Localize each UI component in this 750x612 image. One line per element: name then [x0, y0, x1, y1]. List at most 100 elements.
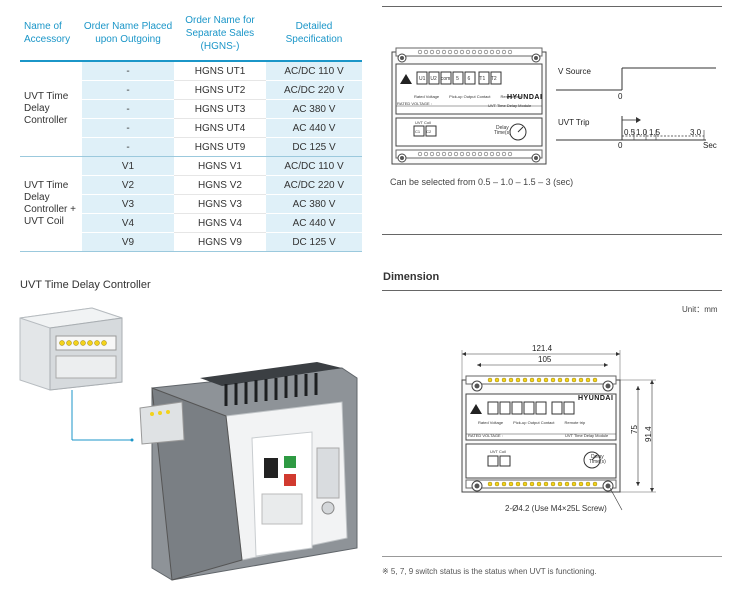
dimension-drawing [461, 350, 656, 511]
module-uvt-coil: UVT Coil [415, 120, 431, 125]
module-delay: Delay [495, 125, 509, 131]
timing-tick-3-0: 3.0 [690, 128, 702, 137]
dimension-rule [382, 290, 722, 291]
cell-spec: AC/DC 220 V [266, 81, 362, 100]
dim-width-inner: 105 [538, 355, 552, 364]
cell-separate: HGNS V3 [174, 195, 266, 214]
terminal-t1: T1 [479, 76, 486, 82]
module-terminal-labels: U1 U2 com 5 6 T1 T2 [418, 76, 498, 82]
dim-module-subtitle: UVT Time Delay Module [565, 433, 609, 438]
cell-outgoing: V1 [82, 157, 174, 176]
cell-spec: DC 125 V [266, 233, 362, 252]
table-row: UVT Time Delay Controller - HGNS UT1 AC/… [20, 62, 362, 157]
module-delay-time: Delay Time(s) [494, 126, 511, 136]
cell-outgoing: - [82, 81, 174, 100]
cell-outgoing: - [82, 62, 174, 81]
cell-separate: HGNS V2 [174, 176, 266, 195]
coil-terminal-c2: C2 [426, 129, 432, 134]
module-notes: Rated Voltage Pick-up Output Contact Rem… [414, 94, 521, 99]
terminal-5: 5 [456, 76, 459, 82]
accessory-spec-table: Name of Accessory Order Name Placed upon… [20, 6, 362, 252]
cell-spec: AC 440 V [266, 119, 362, 138]
dim-height-inner: 75 [630, 425, 639, 434]
dim-width-outer: 121.4 [532, 344, 553, 353]
coil-terminal-c1: C1 [415, 129, 421, 134]
cell-separate: HGNS UT9 [174, 138, 266, 157]
table-row: V4 HGNS V4 AC 440 V [20, 214, 362, 233]
table-header-row: Name of Accessory Order Name Placed upon… [20, 6, 362, 62]
cell-outgoing: - [82, 100, 174, 119]
cell-outgoing: - [82, 138, 174, 157]
dim-note-pickup: Pick-up Output Contact [513, 420, 555, 425]
timing-tick-0-5: 0.5 [624, 128, 636, 137]
dim-uvt-coil: UVT Coil [490, 449, 506, 454]
cell-separate: HGNS UT2 [174, 81, 266, 100]
timing-zero-top: 0 [618, 92, 623, 101]
product-photo [19, 307, 358, 581]
timing-chart [556, 67, 716, 141]
cell-separate: HGNS UT4 [174, 119, 266, 138]
terminal-u1: U1 [419, 76, 426, 82]
footnote: ※ 5, 7, 9 switch status is the status wh… [382, 567, 597, 576]
cell-separate: HGNS V9 [174, 233, 266, 252]
module-front-diagram [391, 47, 547, 165]
footnote-rule [382, 556, 722, 557]
timing-sec: Sec [703, 141, 717, 150]
terminal-com: com [440, 76, 451, 82]
table-row: - HGNS UT4 AC 440 V [20, 119, 362, 138]
module-brand: HYUNDAI [507, 94, 543, 101]
photo-section-title: UVT Time Delay Controller [20, 279, 151, 291]
note-pickup: Pick-up Output Contact [449, 94, 491, 99]
cell-separate: HGNS UT1 [174, 62, 266, 81]
dim-module-brand: HYUNDAI [578, 395, 614, 402]
dim-delay: Delay [590, 454, 604, 460]
unit-label: Unit：mm [682, 305, 718, 314]
dimension-title: Dimension [383, 271, 440, 283]
timing-tick-1-5: 1.5 [649, 128, 661, 137]
module-time: Time(s) [494, 130, 511, 136]
timing-tick-1-0: 1.0 [636, 128, 648, 137]
dim-time: Time(s) [589, 459, 606, 465]
cell-separate: HGNS UT3 [174, 100, 266, 119]
dim-note-remote-trip: Remote trip [564, 420, 586, 425]
table-row: V3 HGNS V3 AC 380 V [20, 195, 362, 214]
dim-module-notes: Rated Voltage Pick-up Output Contact Rem… [478, 420, 585, 425]
timing-zero-bottom: 0 [618, 141, 623, 150]
cell-separate: HGNS V4 [174, 214, 266, 233]
dim-rated-voltage: RATED VOLTAGE : [468, 433, 503, 438]
group-name: UVT Time Delay Controller [20, 62, 82, 157]
header-outgoing: Order Name Placed upon Outgoing [82, 6, 174, 62]
timing-uvt-trip: UVT Trip [558, 118, 590, 127]
cell-spec: AC/DC 110 V [266, 62, 362, 81]
dim-note-rated-voltage: Rated Voltage [478, 420, 504, 425]
cell-spec: AC/DC 110 V [266, 157, 362, 176]
module-subtitle: UVT Time Delay Module [488, 103, 532, 108]
header-accessory: Name of Accessory [20, 6, 82, 62]
dim-delay-time: Delay Time(s) [589, 455, 606, 465]
cell-spec: AC 380 V [266, 195, 362, 214]
table-row: - HGNS UT3 AC 380 V [20, 100, 362, 119]
terminal-t2: T2 [490, 76, 497, 82]
cell-outgoing: V9 [82, 233, 174, 252]
table-row: - HGNS UT2 AC/DC 220 V [20, 81, 362, 100]
middle-rule [382, 234, 722, 235]
dim-screw-note: 2-Ø4.2 (Use M4×25L Screw) [505, 504, 607, 513]
timing-v-source: V Source [558, 67, 591, 76]
module-coil-terminals: C1 C2 [415, 129, 431, 134]
header-separate: Order Name for Separate Sales (HGNS-) [174, 6, 266, 62]
cell-outgoing: - [82, 119, 174, 138]
cell-spec: AC/DC 220 V [266, 176, 362, 195]
top-rule [382, 6, 722, 7]
terminal-6: 6 [467, 76, 471, 82]
selection-note: Can be selected from 0.5 – 1.0 – 1.5 – 3… [390, 177, 574, 187]
cell-outgoing: V4 [82, 214, 174, 233]
cell-spec: AC 380 V [266, 100, 362, 119]
table-row: UVT Time Delay Controller + UVT Coil V1 … [20, 157, 362, 252]
table-row: V2 HGNS V2 AC/DC 220 V [20, 176, 362, 195]
cell-outgoing: V2 [82, 176, 174, 195]
cell-spec: AC 440 V [266, 214, 362, 233]
module-rated-voltage: RATED VOLTAGE : [397, 101, 432, 106]
terminal-u2: U2 [430, 76, 437, 82]
note-remote-trip: Remote trip [500, 94, 522, 99]
cell-outgoing: V3 [82, 195, 174, 214]
